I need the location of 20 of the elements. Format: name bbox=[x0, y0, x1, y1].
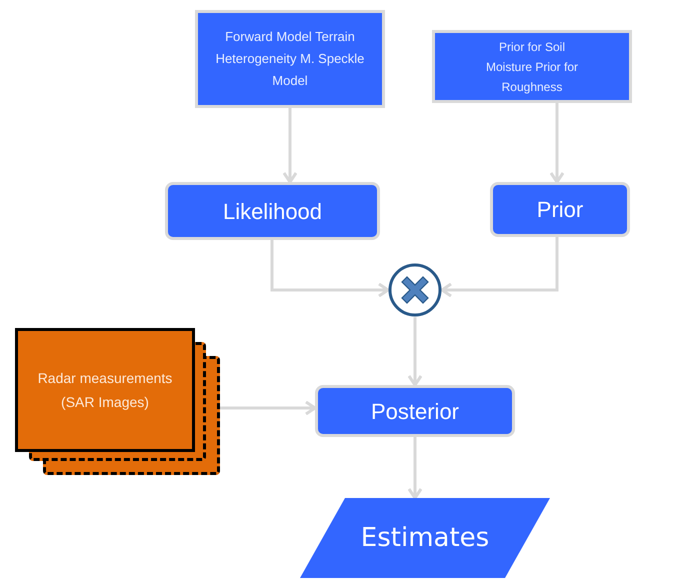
model-box bbox=[432, 30, 632, 103]
arrow bbox=[408, 437, 422, 500]
node-label: Forward Model Terrain Heterogeneity M. Speckle Model bbox=[214, 28, 366, 90]
node-label: Likelihood bbox=[222, 198, 322, 226]
node-label: Prior for Soil Moisture Prior for Roughness bbox=[484, 38, 580, 96]
model-box bbox=[195, 10, 385, 108]
node-label: Radar measurements (SAR Images) bbox=[36, 369, 174, 412]
arrow bbox=[282, 108, 298, 184]
node-label: Prior bbox=[536, 196, 584, 224]
arrow bbox=[550, 103, 564, 184]
arrow bbox=[270, 240, 390, 298]
arrow bbox=[408, 317, 422, 386]
process-box bbox=[490, 182, 630, 237]
process-box bbox=[315, 385, 515, 437]
process-box bbox=[165, 182, 380, 240]
node-label: Posterior bbox=[370, 398, 460, 426]
arrow bbox=[440, 237, 558, 298]
node-label: Estimates bbox=[360, 522, 490, 554]
arrow bbox=[220, 400, 316, 416]
output-parallelogram bbox=[300, 498, 550, 578]
